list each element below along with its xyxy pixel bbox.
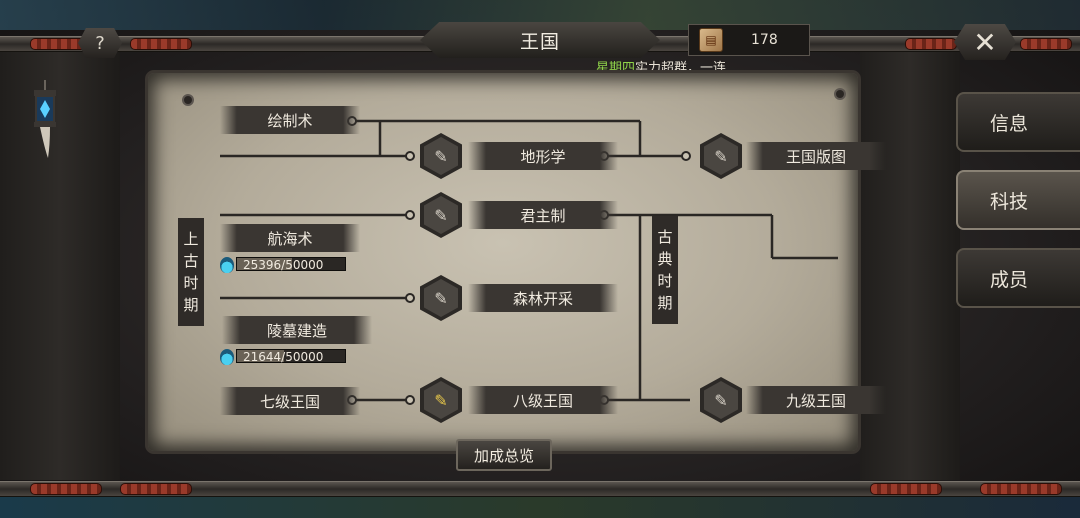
tech-kingdom-level7[interactable]: 七级王国 <box>220 387 360 415</box>
rope-decoration <box>130 38 192 50</box>
rope-decoration <box>30 483 102 495</box>
pin <box>184 96 192 104</box>
tech-node-monarchy[interactable]: ✎ <box>420 192 462 238</box>
lantern-icon <box>28 80 62 158</box>
tech-topography[interactable]: 地形学 <box>468 142 618 170</box>
help-button[interactable]: ? <box>78 28 122 58</box>
news-ticker: 星期四实力超群，一连 <box>596 57 756 76</box>
tech-forestry[interactable]: 森林开采 <box>468 284 618 312</box>
tech-kingdom-map[interactable]: 王国版图 <box>746 142 886 170</box>
resource-value: 178 <box>751 32 778 48</box>
rope-decoration <box>1020 38 1072 50</box>
page-title: 王国 <box>420 22 660 58</box>
rope-decoration <box>980 483 1062 495</box>
rope-decoration <box>870 483 942 495</box>
ticker-day: 星期四 <box>596 61 636 76</box>
navigation-progress: 25396/50000 <box>236 257 346 272</box>
resource-counter[interactable]: ▤ 178 <box>688 24 810 56</box>
tech-node-topography[interactable]: ✎ <box>420 133 462 179</box>
tech-node-kingdom-map[interactable]: ✎ <box>700 133 742 179</box>
pin <box>836 90 844 98</box>
quill-icon: ✎ <box>704 137 738 175</box>
golden-quill-icon: ✎ <box>424 381 458 419</box>
tech-kingdom-level9[interactable]: 九级王国 <box>746 386 886 414</box>
tech-monarchy[interactable]: 君主制 <box>468 201 618 229</box>
tech-navigation[interactable]: 航海术 <box>220 224 360 252</box>
tech-tomb-building[interactable]: 陵墓建造 <box>222 316 372 344</box>
era-classical: 古典时期 <box>652 216 678 324</box>
tomb-progress-fill <box>237 350 284 362</box>
bonus-overview-button[interactable]: 加成总览 <box>456 439 552 471</box>
quill-icon: ✎ <box>424 137 458 175</box>
era-ancient: 上古时期 <box>178 218 204 326</box>
tab-info[interactable]: 信息 <box>956 92 1080 152</box>
close-button[interactable]: ✕ <box>954 24 1016 60</box>
tab-technology[interactable]: 科技 <box>956 170 1080 230</box>
bottom-world-strip <box>0 496 1080 518</box>
left-pillar <box>0 50 120 480</box>
research-flask-icon <box>220 349 234 365</box>
research-flask-icon <box>220 257 234 273</box>
scroll-icon: ▤ <box>699 28 723 52</box>
tab-members[interactable]: 成员 <box>956 248 1080 308</box>
tech-drawing[interactable]: 绘制术 <box>220 106 360 134</box>
tech-kingdom-level8[interactable]: 八级王国 <box>468 386 618 414</box>
rope-decoration <box>120 483 192 495</box>
ticker-text: 实力超群，一连 <box>635 61 727 76</box>
bottom-rail <box>0 481 1080 497</box>
close-icon: ✕ <box>973 25 997 59</box>
quill-icon: ✎ <box>704 381 738 419</box>
quill-icon: ✎ <box>424 196 458 234</box>
navigation-progress-fill <box>237 258 292 270</box>
tomb-progress: 21644/50000 <box>236 349 346 364</box>
quill-icon: ✎ <box>424 279 458 317</box>
